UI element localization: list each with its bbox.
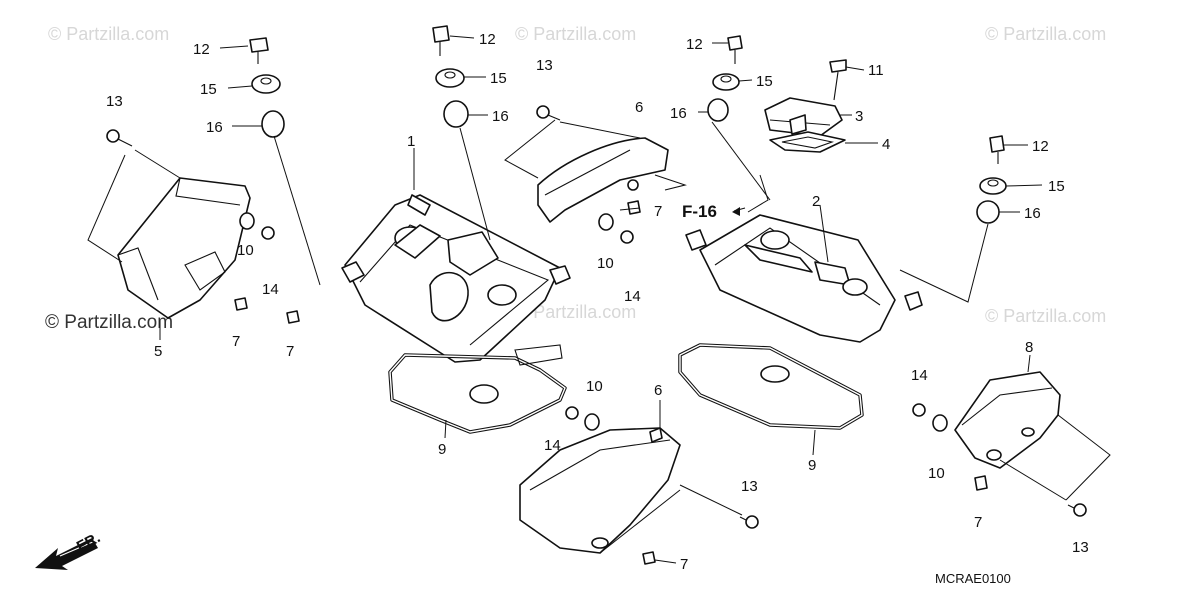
callout-16: 16 [1024, 205, 1041, 222]
callout-10: 10 [928, 465, 945, 482]
callout-14: 14 [911, 367, 928, 384]
cylinder-head-cover-right [685, 214, 923, 343]
callout-13: 13 [106, 93, 123, 110]
callout-5: 5 [154, 343, 162, 360]
callout-16: 16 [206, 119, 223, 136]
ref-callout-label: F-16 [682, 202, 717, 221]
callout-3: 3 [855, 108, 863, 125]
callout-12: 12 [193, 41, 210, 58]
watermark: © Partzilla.com [985, 306, 1106, 326]
callout-11: 11 [868, 62, 884, 79]
breather-unit [764, 97, 843, 137]
callout-7: 7 [654, 203, 662, 220]
callout-13: 13 [536, 57, 553, 74]
callout-1: 1 [407, 133, 415, 150]
callout-16: 16 [492, 108, 509, 125]
callout-10: 10 [586, 378, 603, 395]
callout-10: 10 [597, 255, 614, 272]
gasket-right [678, 343, 864, 430]
cam-cover-upper [537, 137, 687, 223]
cam-cover-lower [519, 427, 681, 554]
callout-12: 12 [1032, 138, 1049, 155]
callout-15: 15 [756, 73, 773, 90]
callout-15: 15 [200, 81, 217, 98]
callout-9: 9 [438, 441, 446, 458]
side-cover-left [117, 177, 251, 319]
watermark: © Partzilla.com [515, 302, 636, 322]
callout-6: 6 [654, 382, 662, 399]
front-arrow-icon [35, 538, 98, 570]
watermark: © Partzilla.com [985, 24, 1106, 44]
callout-10: 10 [237, 242, 254, 259]
bolts-13 [106, 105, 1087, 529]
callout-15: 15 [1048, 178, 1065, 195]
watermarks: © Partzilla.com © Partzilla.com © Partzi… [45, 24, 1106, 333]
callout-6: 6 [635, 99, 643, 116]
callout-13: 13 [741, 478, 758, 495]
watermark: © Partzilla.com [45, 312, 173, 333]
callout-14: 14 [262, 281, 279, 298]
callout-7: 7 [232, 333, 240, 350]
callout-labels: 12 15 16 13 12 15 16 13 12 15 16 11 3 4 … [74, 31, 1089, 586]
bolts-12 [249, 25, 1005, 164]
callout-16: 16 [670, 105, 687, 122]
callout-13: 13 [1072, 539, 1089, 556]
callout-15: 15 [490, 70, 507, 87]
watermark: © Partzilla.com [515, 24, 636, 44]
callout-12: 12 [479, 31, 496, 48]
callout-14: 14 [624, 288, 641, 305]
bolt-11 [829, 59, 847, 101]
small-hardware [234, 200, 988, 565]
leader-lines [87, 35, 1111, 564]
watermark: © Partzilla.com [48, 24, 169, 44]
callout-7: 7 [286, 343, 294, 360]
callout-12: 12 [686, 36, 703, 53]
gasket-left [388, 344, 567, 434]
ref-arrow [732, 207, 746, 216]
side-cover-right [954, 371, 1061, 469]
callout-4: 4 [882, 136, 890, 153]
callout-9: 9 [808, 457, 816, 474]
grommets-16 [261, 98, 1000, 224]
callout-14: 14 [544, 437, 561, 454]
callout-2: 2 [812, 193, 820, 210]
breather-gasket [769, 131, 846, 153]
cylinder-head-cover-left [341, 194, 571, 363]
callout-7: 7 [680, 556, 688, 573]
diagram-code: MCRAE0100 [935, 571, 1011, 586]
callout-7: 7 [974, 514, 982, 531]
callout-8: 8 [1025, 339, 1033, 356]
washers-15 [251, 68, 1007, 195]
